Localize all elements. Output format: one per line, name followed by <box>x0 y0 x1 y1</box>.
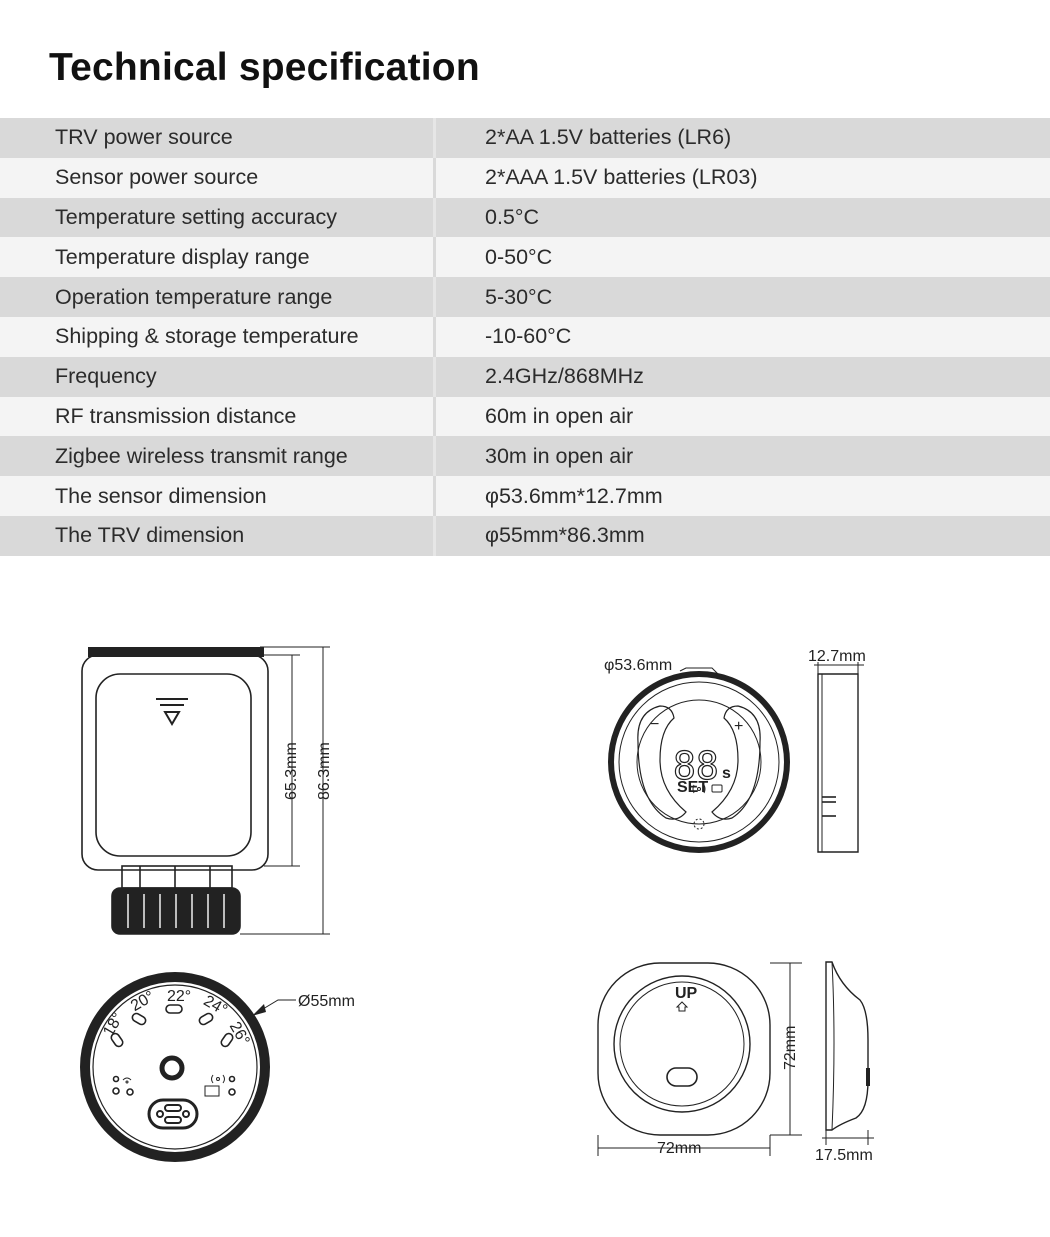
column-divider <box>433 237 436 278</box>
dim-trv-inner-height: 65.3mm <box>283 742 300 800</box>
spec-label: Operation temperature range <box>55 284 333 309</box>
spec-value: 5-30°C <box>485 284 553 309</box>
spec-label: TRV power source <box>55 125 233 150</box>
spec-value: 0.5°C <box>485 204 540 229</box>
column-divider <box>433 316 436 357</box>
spec-row: Frequency 2.4GHz/868MHz <box>0 356 1050 397</box>
spec-label: Zigbee wireless transmit range <box>55 443 348 468</box>
spec-label: RF transmission distance <box>55 403 297 428</box>
spec-value: φ53.6mm*12.7mm <box>485 483 663 508</box>
spec-row: TRV power source 2*AA 1.5V batteries (LR6… <box>0 118 1050 158</box>
spec-value: 2.4GHz/868MHz <box>485 364 644 389</box>
signal-icon <box>211 1074 225 1084</box>
wifi-icon <box>122 1077 132 1084</box>
spec-label: The sensor dimension <box>55 483 267 508</box>
arrow-down-icon <box>156 698 188 726</box>
dim-trv-total-height: 86.3mm <box>316 742 333 800</box>
dim-bracket-height: 72mm <box>782 1026 799 1070</box>
spec-row: Temperature setting accuracy 0.5°C <box>0 197 1050 238</box>
bracket-side-drawing: 17.5mm <box>815 961 874 1164</box>
display-unit: s <box>722 765 731 782</box>
column-divider <box>433 356 436 397</box>
column-divider <box>433 197 436 238</box>
trv-front-drawing: 18° 20° 22° 24° 26° Ø55mm <box>80 972 355 1162</box>
column-divider <box>433 277 436 317</box>
signal-icon <box>692 784 706 794</box>
up-label: UP <box>675 985 698 1002</box>
indicator-icon <box>693 818 705 830</box>
spec-label: The TRV dimension <box>55 523 245 548</box>
column-divider <box>433 476 436 516</box>
spec-value: φ55mm*86.3mm <box>485 523 645 548</box>
spec-value: 2*AA 1.5V batteries (LR6) <box>485 125 732 150</box>
spec-row: Temperature display range 0-50°C <box>0 237 1050 278</box>
page-title: Technical specification <box>49 46 480 89</box>
spec-value: -10-60°C <box>485 324 572 349</box>
column-divider <box>433 396 436 437</box>
plus-button[interactable]: + <box>734 718 743 735</box>
spec-row: The sensor dimension φ53.6mm*12.7mm <box>0 476 1050 516</box>
dim-bracket-depth: 17.5mm <box>815 1147 873 1164</box>
spec-label: Temperature display range <box>55 244 310 269</box>
battery-icon <box>711 784 723 793</box>
column-divider <box>433 515 436 556</box>
dim-sensor-diameter: φ53.6mm <box>604 657 672 674</box>
spec-table: TRV power source 2*AA 1.5V batteries (LR6… <box>0 118 1050 556</box>
column-divider <box>433 436 436 477</box>
spec-row: The TRV dimension φ55mm*86.3mm <box>0 515 1050 556</box>
spec-row: Operation temperature range 5-30°C <box>0 277 1050 317</box>
column-divider <box>433 157 436 198</box>
column-divider <box>433 118 436 158</box>
spec-row: Sensor power source 2*AAA 1.5V batteries … <box>0 157 1050 198</box>
dim-trv-diameter: Ø55mm <box>298 993 355 1010</box>
spec-value: 0-50°C <box>485 244 553 269</box>
dial-mark-label: 22° <box>167 988 191 1005</box>
dim-bracket-width: 72mm <box>657 1140 701 1157</box>
spec-value: 60m in open air <box>485 403 634 428</box>
spec-row: Shipping & storage temperature -10-60°C <box>0 316 1050 357</box>
minus-button[interactable]: − <box>650 716 659 733</box>
spec-row: Zigbee wireless transmit range 30m in ope… <box>0 436 1050 477</box>
display-digits: 88 <box>673 744 719 788</box>
spec-value: 2*AAA 1.5V batteries (LR03) <box>485 165 758 190</box>
spec-label: Frequency <box>55 364 157 389</box>
spec-row: RF transmission distance 60m in open air <box>0 396 1050 437</box>
dimension-drawings: 65.3mm 86.3mm 18° 20° 22° 24° 26° <box>80 646 874 1164</box>
spec-label: Temperature setting accuracy <box>55 204 338 229</box>
spec-label: Shipping & storage temperature <box>55 324 359 349</box>
sensor-side-drawing: 12.7mm <box>808 648 866 853</box>
sensor-front-drawing: φ53.6mm − + 88 s SET <box>604 657 790 853</box>
dim-sensor-thickness: 12.7mm <box>808 648 866 665</box>
spec-value: 30m in open air <box>485 443 634 468</box>
bracket-front-drawing: UP 72mm 72mm <box>597 962 802 1157</box>
trv-side-drawing: 65.3mm 86.3mm <box>81 646 333 935</box>
up-arrow-icon <box>675 1001 689 1012</box>
spec-label: Sensor power source <box>55 165 259 190</box>
